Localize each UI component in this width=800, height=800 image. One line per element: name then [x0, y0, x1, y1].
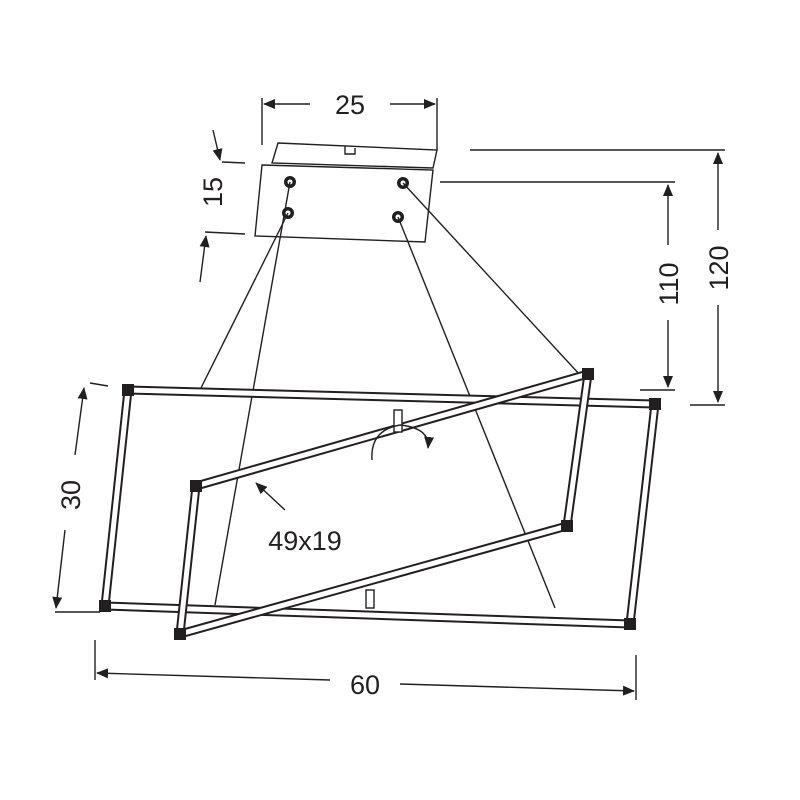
dimension-lines — [52, 98, 725, 700]
rotation-arrow-icon — [371, 424, 435, 461]
drop-max-label: 120 — [704, 245, 734, 290]
drop-min-label: 110 — [654, 262, 684, 305]
canopy-width-label: 25 — [335, 90, 365, 120]
mount-holes — [282, 176, 409, 223]
outer-led-frame — [99, 384, 661, 630]
inner-frame-label: 49x19 — [268, 526, 342, 556]
canopy-height-label: 15 — [198, 177, 228, 207]
inner-led-frame — [174, 367, 594, 641]
frame-height-label: 30 — [56, 480, 86, 510]
frame-width-label: 60 — [350, 670, 380, 700]
